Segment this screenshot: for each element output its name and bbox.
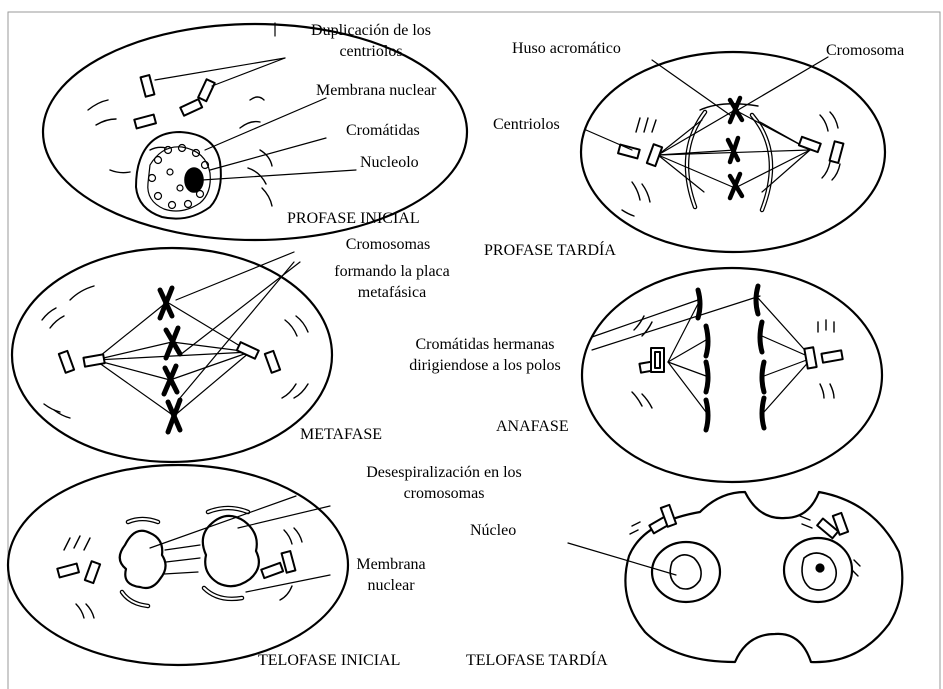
label-cromosomas-placa: Cromosomas formando la placa metafásica bbox=[302, 234, 482, 303]
label-membrana-line1: Membrana bbox=[346, 554, 436, 575]
telofase-tardia-cell bbox=[568, 492, 902, 662]
caption-metafase: METAFASE bbox=[300, 424, 382, 445]
daughter-nucleus bbox=[652, 538, 852, 602]
label-desespiralizacion: Desespiralización en los cromosomas bbox=[334, 462, 554, 504]
telofase-inicial-cell bbox=[8, 465, 348, 665]
label-duplicacion-line1: Duplicación de los bbox=[282, 20, 460, 41]
label-cromatidas-hermanas: Cromátidas hermanas dirigiendose a los p… bbox=[380, 334, 590, 376]
label-nucleolo: Nucleolo bbox=[360, 152, 419, 173]
caption-telofase-tardia: TELOFASE TARDÍA bbox=[466, 650, 608, 671]
envelope-fragments bbox=[122, 508, 248, 606]
chromosome bbox=[160, 288, 180, 432]
centriole bbox=[649, 505, 848, 538]
chromatid bbox=[698, 286, 764, 430]
label-placa-line3: metafásica bbox=[302, 282, 482, 303]
centriole bbox=[134, 75, 214, 128]
interzonal-fibers bbox=[164, 545, 200, 574]
caption-telofase-inicial: TELOFASE INICIAL bbox=[258, 650, 400, 671]
anafase-leaders bbox=[592, 296, 760, 350]
label-desesp-line1: Desespiralización en los bbox=[334, 462, 554, 483]
label-cromatidas: Cromátidas bbox=[346, 120, 420, 141]
profase-tardia-cell bbox=[581, 52, 885, 252]
label-hermanas-line2: dirigiendose a los polos bbox=[380, 355, 590, 376]
caption-profase-tardia: PROFASE TARDÍA bbox=[484, 240, 616, 261]
centriole bbox=[639, 347, 842, 372]
label-placa-line1: Cromosomas bbox=[294, 234, 482, 255]
caption-anafase: ANAFASE bbox=[496, 416, 569, 437]
nucleus-profase bbox=[136, 132, 221, 219]
label-huso-acromatico: Huso acromático bbox=[512, 38, 621, 59]
metafase-cell bbox=[12, 248, 332, 462]
nucleolo-dot bbox=[185, 168, 203, 192]
centriole bbox=[57, 551, 295, 583]
label-nucleo: Núcleo bbox=[470, 520, 516, 541]
label-centriolos: Centriolos bbox=[493, 114, 560, 135]
label-membrana-line2: nuclear bbox=[346, 575, 436, 596]
caption-profase-inicial: PROFASE INICIAL bbox=[287, 208, 420, 229]
envelope-fragments-inner bbox=[122, 508, 248, 606]
metafase-leaders bbox=[176, 252, 300, 398]
label-duplicacion-line2: centriolos bbox=[282, 41, 460, 62]
label-duplicacion-centriolos: Duplicación de los centriolos bbox=[282, 20, 460, 62]
label-cromosoma: Cromosoma bbox=[826, 40, 904, 61]
label-placa-line2: formando la placa bbox=[302, 261, 482, 282]
telofase-tardia-leaders bbox=[568, 543, 676, 575]
profase-tardia-leaders bbox=[586, 57, 828, 150]
label-membrana-nuclear-telofase: Membrana nuclear bbox=[346, 554, 436, 596]
label-hermanas-line1: Cromátidas hermanas bbox=[380, 334, 590, 355]
spindle-fibers bbox=[668, 298, 812, 412]
daughter-nucleus bbox=[120, 516, 259, 588]
label-membrana-nuclear: Membrana nuclear bbox=[316, 80, 436, 101]
anafase-cell bbox=[582, 268, 882, 482]
label-desesp-line2: cromosomas bbox=[334, 483, 554, 504]
